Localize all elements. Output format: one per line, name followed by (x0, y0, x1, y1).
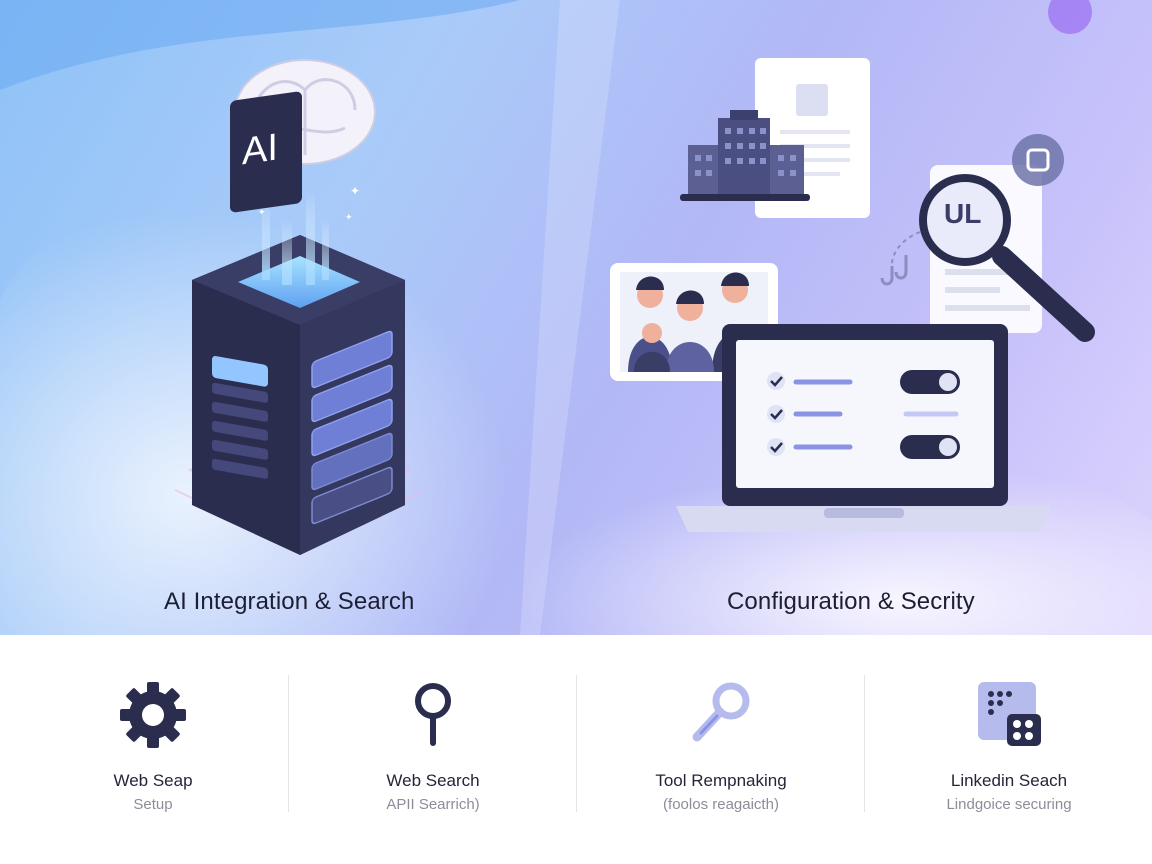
svg-text:✦: ✦ (350, 184, 360, 198)
feature-tool-rempnaking[interactable]: Tool Rempnaking (foolos reagaicth) (577, 635, 865, 864)
feature-title: Web Search (386, 771, 480, 790)
settings-checklist (767, 370, 960, 459)
config-security-illustration (610, 58, 1095, 532)
pin-search-icon (415, 683, 451, 746)
laptop-illustration (676, 324, 1052, 532)
svg-text:✦: ✦ (258, 208, 266, 218)
feature-row: Web Seap Setup Web Search APII Searrich)… (0, 635, 1152, 864)
gear-icon (120, 682, 186, 748)
data-beams: ✦ ✦ ✦ (258, 184, 360, 285)
ai-badge-label: AI (242, 126, 278, 174)
ai-server-illustration: ✦ ✦ ✦ (174, 59, 426, 555)
feature-title: Tool Rempnaking (655, 771, 787, 790)
right-section-title: Configuration & Secrity (727, 588, 975, 615)
left-section-title: AI Integration & Search (164, 588, 415, 615)
divider (288, 675, 289, 812)
feature-subtitle: Lindgoice securing (946, 796, 1072, 813)
feature-web-search[interactable]: Web Search APII Searrich) (289, 635, 577, 864)
feature-linkedin-seach[interactable]: Linkedin Seach Lindgoice securing (865, 635, 1152, 864)
grid-icon (978, 682, 1041, 746)
magnifier-label: UL (944, 198, 982, 229)
feature-subtitle: APII Searrich) (386, 796, 480, 813)
ai-badge: AI (230, 90, 302, 214)
server-tower (192, 235, 405, 555)
feature-subtitle: Setup (133, 796, 173, 813)
feature-title: Linkedin Seach (950, 771, 1068, 790)
magnifier-icon (919, 174, 1095, 342)
feature-web-seap[interactable]: Web Seap Setup (9, 635, 297, 864)
svg-text:✦: ✦ (345, 213, 353, 223)
key-search-icon (692, 682, 750, 742)
hook-icon (880, 231, 921, 286)
hero-banner: ✦ ✦ ✦ AI (0, 0, 1152, 635)
divider (864, 675, 865, 812)
divider (576, 675, 577, 812)
feature-subtitle: (foolos reagaicth) (663, 796, 779, 813)
feature-title: Web Seap (113, 771, 193, 790)
building-icon (680, 110, 810, 201)
